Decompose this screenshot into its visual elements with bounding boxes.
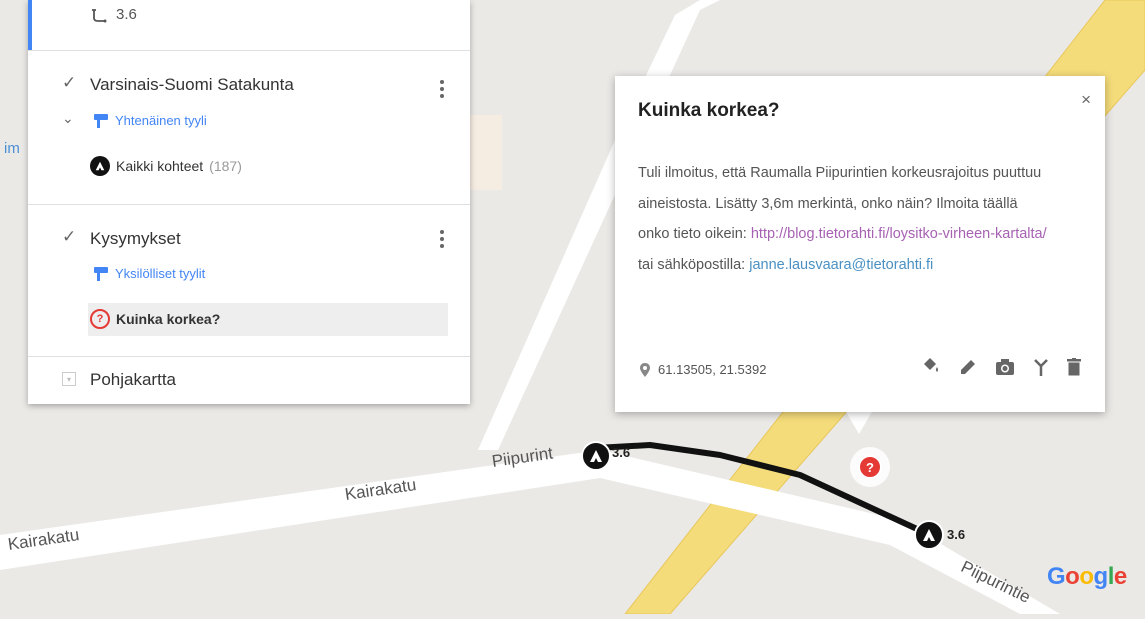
- selected-row-highlight: [88, 303, 448, 336]
- popup-pointer: [845, 410, 873, 434]
- style-label: Yhtenäinen tyyli: [115, 113, 207, 128]
- layer-title: Varsinais-Suomi Satakunta: [90, 75, 294, 94]
- question-pin[interactable]: ?: [850, 447, 890, 487]
- popup-toolbar: [921, 358, 1081, 376]
- height-marker-icon: [92, 8, 107, 22]
- popup-title: Kuinka korkea?: [638, 100, 780, 121]
- basemap-expand-icon[interactable]: ▾: [62, 372, 76, 386]
- coords-text: 61.13505, 21.5392: [658, 362, 767, 377]
- google-logo: Google: [1047, 563, 1127, 590]
- popup-email-link[interactable]: janne.lausvaara@tietorahti.fi: [749, 256, 934, 273]
- active-indicator: [28, 0, 32, 50]
- height-pin[interactable]: [581, 441, 611, 471]
- layer-menu-button[interactable]: [440, 77, 444, 101]
- paint-roller-icon: [94, 113, 110, 128]
- map-block: [470, 115, 502, 190]
- question-icon: ?: [90, 309, 110, 329]
- close-icon[interactable]: ×: [1081, 90, 1091, 109]
- legend-item-all[interactable]: Kaikki kohteet (187): [90, 156, 242, 176]
- pin-label: 3.6: [612, 445, 631, 460]
- item-count: (187): [209, 158, 242, 174]
- height-limit-icon: [923, 529, 935, 541]
- height-limit-icon: [90, 156, 110, 176]
- layer-style-link[interactable]: Yksilölliset tyylit: [94, 266, 205, 281]
- popup-body-text: Tuli ilmoitus, että Raumalla Piipurintie…: [638, 165, 1042, 242]
- layer-style-link[interactable]: Yhtenäinen tyyli: [94, 113, 207, 128]
- layer-checkbox[interactable]: ✓: [62, 227, 77, 246]
- route-icon[interactable]: [1033, 358, 1049, 376]
- popup-link[interactable]: http://blog.tietorahti.fi/loysitko-virhe…: [750, 226, 1047, 242]
- paint-roller-icon: [94, 266, 110, 281]
- popup-description: Tuli ilmoitus, että Raumalla Piipurintie…: [638, 158, 1048, 280]
- layer-varsinais-suomi: ✓ Varsinais-Suomi Satakunta ⌄ Yhtenäinen…: [28, 51, 470, 205]
- layer-checkbox[interactable]: ✓: [62, 73, 77, 92]
- popup-coords: 61.13505, 21.5392: [640, 362, 766, 377]
- question-icon: ?: [858, 455, 882, 479]
- edit-icon[interactable]: [959, 358, 977, 376]
- route-line[interactable]: [595, 442, 932, 538]
- location-pin-icon: [640, 362, 650, 377]
- item-label: Kuinka korkea?: [116, 311, 221, 327]
- height-pin[interactable]: [914, 520, 944, 550]
- style-icon[interactable]: [921, 358, 941, 376]
- legend-item-label: 3.6: [116, 6, 137, 23]
- legend-item-question[interactable]: ? Kuinka korkea?: [90, 309, 220, 329]
- layer-kysymykset: ✓ Kysymykset Yksilölliset tyylit: [28, 205, 470, 357]
- delete-icon[interactable]: [1067, 358, 1081, 376]
- camera-icon[interactable]: [995, 358, 1015, 376]
- style-label: Yksilölliset tyylit: [115, 266, 206, 281]
- popup-mid-text: tai sähköpostilla:: [638, 256, 746, 273]
- item-label: Kaikki kohteet: [116, 158, 204, 174]
- info-popup: Kuinka korkea? × Tuli ilmoitus, että Rau…: [615, 76, 1105, 412]
- road-kairakatu: [0, 450, 1060, 614]
- road-north: [478, 0, 720, 450]
- height-limit-icon: [590, 450, 602, 462]
- legend-item-height[interactable]: 3.6: [90, 6, 137, 23]
- layer-title: Kysymykset: [90, 229, 181, 248]
- map-edge-label: im: [4, 140, 20, 157]
- layer-menu-button[interactable]: [440, 227, 444, 251]
- legend-panel: 3.6 ✓ Varsinais-Suomi Satakunta ⌄ Yhtenä…: [28, 0, 470, 404]
- pin-label: 3.6: [947, 527, 966, 542]
- chevron-down-icon[interactable]: ⌄: [62, 110, 74, 126]
- basemap-title[interactable]: Pohjakartta: [90, 370, 176, 389]
